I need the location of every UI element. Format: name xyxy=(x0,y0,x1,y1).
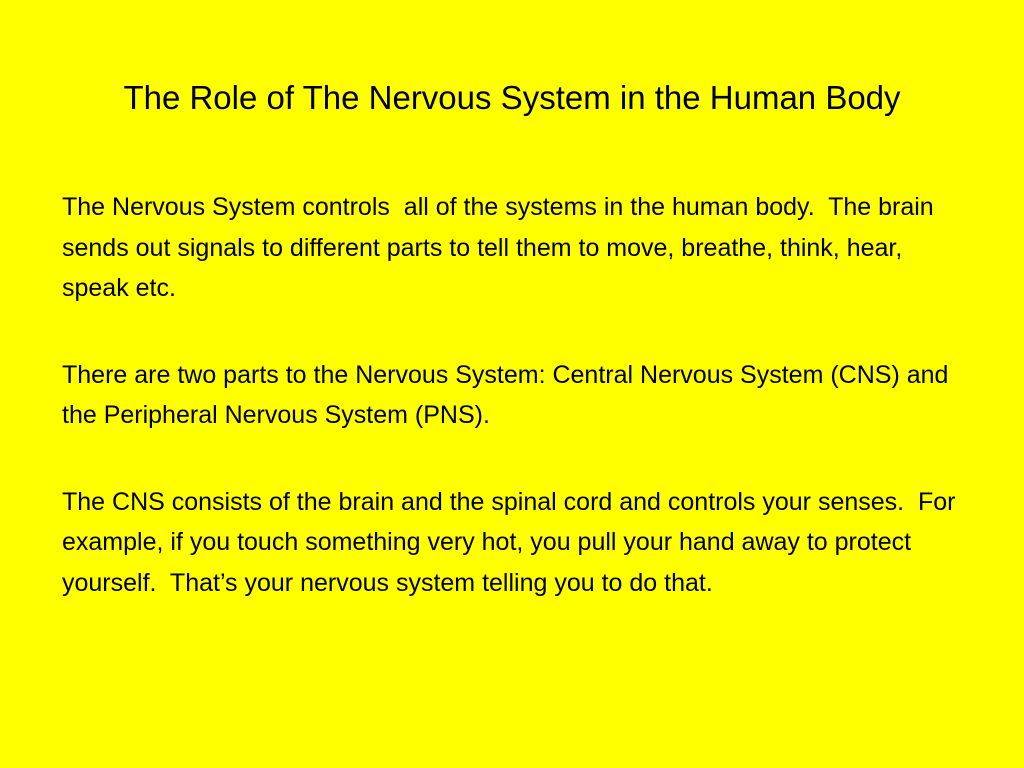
paragraph-cns-details: The CNS consists of the brain and the sp… xyxy=(62,487,963,597)
paragraph-two-parts: There are two parts to the Nervous Syste… xyxy=(62,360,956,430)
slide-body: The Nervous System controls all of the s… xyxy=(62,187,962,649)
paragraph-nervous-system-controls: The Nervous System controls all of the s… xyxy=(62,193,941,302)
slide-title: The Role of The Nervous System in the Hu… xyxy=(123,79,901,116)
